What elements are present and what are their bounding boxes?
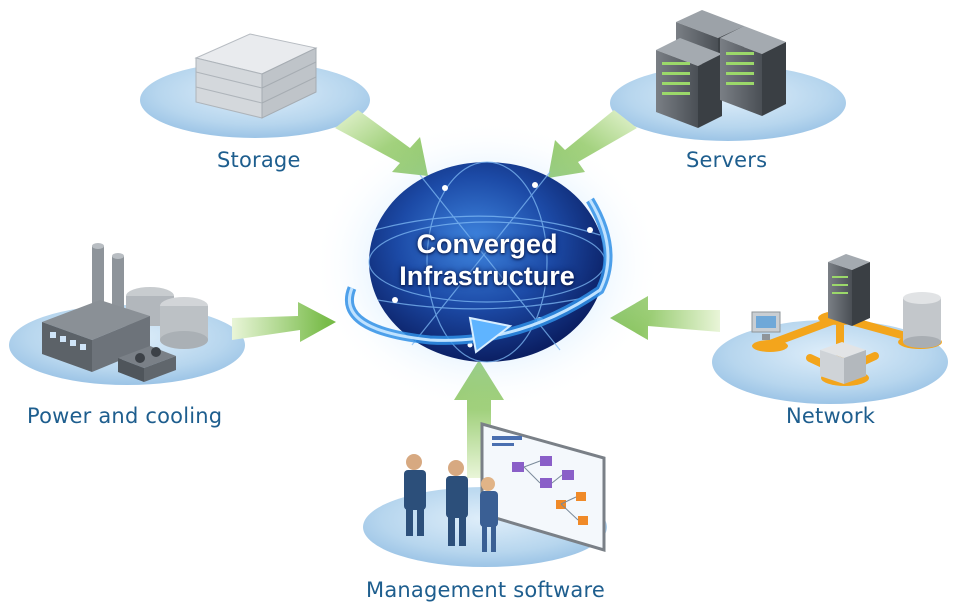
network-label: Network [786, 404, 876, 428]
hub-title-line1: Converged [416, 229, 558, 259]
storage-label: Storage [217, 148, 301, 172]
converged-infrastructure-globe [312, 120, 662, 410]
arrow-power-to-hub [232, 302, 336, 342]
server-rack-icon [656, 10, 786, 128]
servers-label: Servers [686, 148, 768, 172]
network-devices-icon [751, 254, 942, 386]
storage-array-icon [194, 33, 318, 119]
factory-icon [42, 243, 208, 382]
hub-title-line2: Infrastructure [399, 261, 575, 291]
management-software-label: Management software [366, 578, 605, 602]
power-and-cooling-label: Power and cooling [27, 404, 223, 428]
people-at-whiteboard-icon [404, 422, 606, 553]
